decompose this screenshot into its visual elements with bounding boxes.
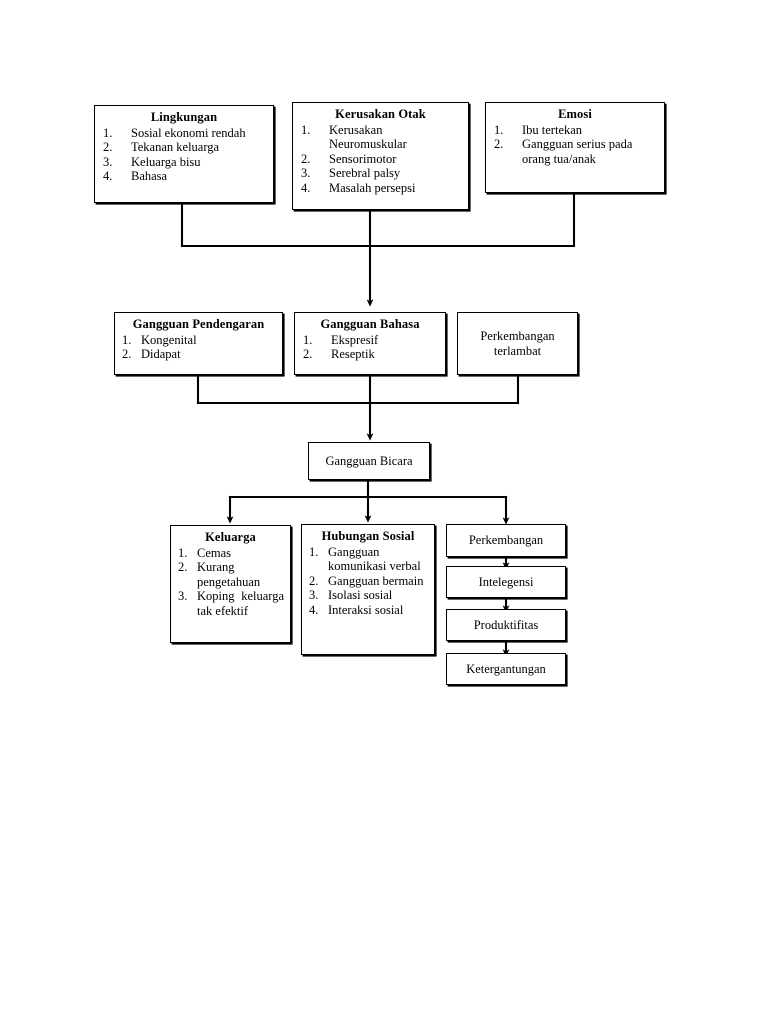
item-number: 1.	[301, 122, 311, 137]
list-item: 3. Koping keluarga tak efektif	[177, 589, 284, 618]
node-kerusakan-otak-list: 1. Kerusakan Neuromuskular 2. Sensorimot…	[299, 123, 462, 196]
node-gangguan-pendengaran[interactable]: Gangguan Pendengaran 1. Kongenital 2. Di…	[114, 312, 283, 375]
item-number: 2.	[122, 347, 132, 361]
item-text: Koping keluarga tak efektif	[197, 589, 284, 618]
item-text: Isolasi sosial	[328, 588, 393, 602]
item-number: 2.	[494, 137, 504, 151]
item-text: Serebral palsy	[329, 166, 401, 180]
item-text: Sensorimotor	[329, 151, 397, 166]
node-emosi-list: 1. Ibu tertekan 2. Gangguan serius pada …	[492, 123, 658, 167]
item-number: 4.	[301, 180, 311, 195]
item-number: 2.	[301, 151, 311, 166]
node-emosi[interactable]: Emosi 1. Ibu tertekan 2. Gangguan serius…	[485, 102, 665, 193]
node-perkembangan-terlambat-label: Perkembangan terlambat	[480, 328, 555, 358]
node-gangguan-bahasa-list: 1. Ekspresif 2. Reseptik	[301, 333, 439, 362]
node-lingkungan[interactable]: Lingkungan 1. Sosial ekonomi rendah 2. T…	[94, 105, 274, 203]
item-number: 4.	[309, 602, 319, 617]
item-number: 2.	[303, 347, 313, 361]
item-text: Gangguan komunikasi verbal	[328, 544, 421, 574]
item-number: 3.	[309, 588, 319, 602]
node-perkembangan-label: Perkembangan	[468, 533, 544, 547]
node-lingkungan-list: 1. Sosial ekonomi rendah 2. Tekanan kelu…	[101, 126, 267, 184]
item-text: Cemas	[197, 545, 232, 560]
item-text: Reseptik	[331, 347, 375, 361]
item-text: Kurang pengetahuan	[197, 560, 261, 589]
item-number: 1.	[122, 332, 132, 347]
node-intelegensi[interactable]: Intelegensi	[446, 566, 566, 598]
item-text: Kerusakan Neuromuskular	[329, 122, 407, 152]
node-kerusakan-otak[interactable]: Kerusakan Otak 1. Kerusakan Neuromuskula…	[292, 102, 469, 210]
item-number: 2.	[309, 573, 319, 588]
list-item: 1. Ibu tertekan	[492, 123, 658, 138]
list-item: 4. Bahasa	[101, 169, 267, 184]
item-text: Gangguan serius pada orang tua/anak	[522, 137, 633, 166]
item-number: 2.	[178, 560, 188, 574]
item-text: Gangguan bermain	[328, 573, 424, 588]
node-hubungan-sosial-title: Hubungan Sosial	[321, 529, 415, 543]
item-text: Keluarga bisu	[131, 154, 201, 169]
list-item: 2. Tekanan keluarga	[101, 140, 267, 155]
node-gangguan-bicara[interactable]: Gangguan Bicara	[308, 442, 430, 480]
node-ketergantungan[interactable]: Ketergantungan	[446, 653, 566, 685]
list-item: 2. Sensorimotor	[299, 152, 462, 167]
item-number: 1.	[178, 545, 188, 560]
item-text: Ibu tertekan	[522, 122, 583, 137]
node-gangguan-pendengaran-list: 1. Kongenital 2. Didapat	[121, 333, 276, 362]
item-text: Sosial ekonomi rendah	[131, 125, 246, 140]
list-item: 2. Kurang pengetahuan	[177, 560, 284, 589]
node-gangguan-bicara-label: Gangguan Bicara	[325, 453, 413, 468]
item-number: 1.	[309, 544, 319, 559]
node-emosi-title: Emosi	[558, 107, 592, 121]
list-item: 2. Didapat	[121, 347, 276, 362]
item-text: Kongenital	[141, 332, 197, 347]
item-text: Didapat	[141, 347, 181, 361]
item-number: 3.	[178, 589, 188, 603]
item-number: 3.	[301, 166, 311, 180]
list-item: 4. Interaksi sosial	[308, 603, 428, 618]
list-item: 3. Keluarga bisu	[101, 155, 267, 170]
list-item: 1. Cemas	[177, 546, 284, 561]
node-produktifitas-label: Produktifitas	[473, 617, 539, 632]
node-keluarga-list: 1. Cemas 2. Kurang pengetahuan 3. Koping…	[177, 546, 284, 619]
item-number: 1.	[103, 125, 113, 140]
list-item: 3. Isolasi sosial	[308, 588, 428, 603]
item-text: Tekanan keluarga	[131, 140, 220, 154]
node-perkembangan[interactable]: Perkembangan	[446, 524, 566, 557]
list-item: 4. Masalah persepsi	[299, 181, 462, 196]
node-lingkungan-title: Lingkungan	[150, 110, 218, 124]
item-text: Interaksi sosial	[328, 602, 404, 617]
item-number: 2.	[103, 140, 113, 154]
item-number: 1.	[303, 332, 313, 347]
node-gangguan-pendengaran-title: Gangguan Pendengaran	[132, 317, 265, 331]
node-intelegensi-label: Intelegensi	[478, 574, 534, 589]
list-item: 2. Gangguan serius pada orang tua/anak	[492, 137, 658, 166]
item-text: Bahasa	[131, 169, 168, 183]
list-item: 1. Sosial ekonomi rendah	[101, 126, 267, 141]
list-item: 1. Ekspresif	[301, 333, 439, 348]
node-gangguan-bahasa-title: Gangguan Bahasa	[320, 317, 420, 331]
list-item: 2. Gangguan bermain	[308, 574, 428, 589]
node-keluarga[interactable]: Keluarga 1. Cemas 2. Kurang pengetahuan …	[170, 525, 291, 643]
node-kerusakan-otak-title: Kerusakan Otak	[335, 107, 426, 121]
list-item: 2. Reseptik	[301, 347, 439, 362]
node-hubungan-sosial-list: 1. Gangguan komunikasi verbal 2. Ganggua…	[308, 545, 428, 618]
node-perkembangan-terlambat[interactable]: Perkembangan terlambat	[457, 312, 578, 375]
item-text: Ekspresif	[331, 332, 379, 347]
list-item: 1. Kongenital	[121, 333, 276, 348]
item-number: 4.	[103, 169, 113, 183]
node-produktifitas[interactable]: Produktifitas	[446, 609, 566, 641]
node-hubungan-sosial[interactable]: Hubungan Sosial 1. Gangguan komunikasi v…	[301, 524, 435, 655]
item-number: 3.	[103, 154, 113, 169]
list-item: 1. Kerusakan Neuromuskular	[299, 123, 462, 152]
list-item: 1. Gangguan komunikasi verbal	[308, 545, 428, 574]
item-text: Masalah persepsi	[329, 180, 416, 195]
list-item: 3. Serebral palsy	[299, 166, 462, 181]
node-gangguan-bahasa[interactable]: Gangguan Bahasa 1. Ekspresif 2. Reseptik	[294, 312, 446, 375]
node-ketergantungan-label: Ketergantungan	[466, 661, 546, 676]
node-keluarga-title: Keluarga	[205, 530, 256, 544]
item-number: 1.	[494, 122, 504, 137]
